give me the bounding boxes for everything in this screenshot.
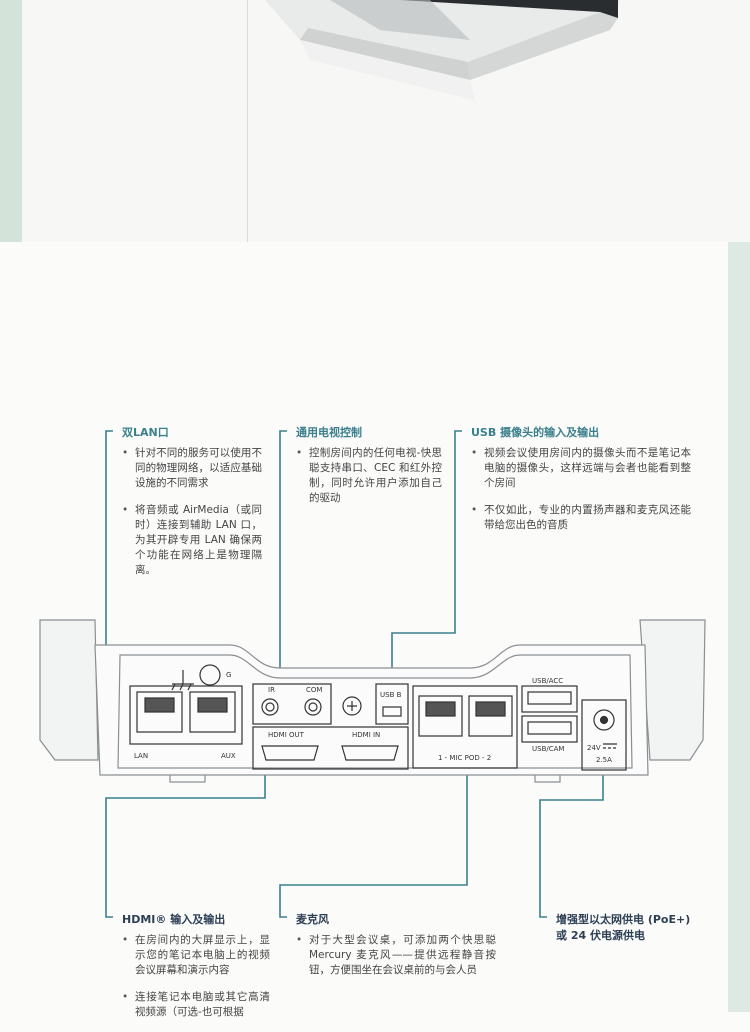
- power-heading-line2: 或 24 伏电源供电: [556, 929, 645, 942]
- ir-label: IR: [268, 686, 275, 694]
- tv-control-bullets: 控制房间内的任何电视-快思聪支持串口、CEC 和红外控制，同时允许用户添加自己的…: [296, 446, 442, 518]
- ir-com-ports: [252, 683, 362, 725]
- power-jack: [581, 699, 627, 771]
- tv-control-bullet-1: 控制房间内的任何电视-快思聪支持串口、CEC 和红外控制，同时允许用户添加自己的…: [296, 446, 442, 506]
- lan-aux-ports: [129, 685, 243, 745]
- hdmi-bullets: 在房间内的大屏显示上，显示您的笔记本电脑上的视频会议屏幕和演示内容 连接笔记本电…: [122, 933, 270, 1032]
- dual-lan-heading: 双LAN口: [122, 426, 169, 439]
- hdmi-out-label: HDMI OUT: [268, 731, 305, 739]
- power-heading-line1: 增强型以太网供电 (PoE+): [556, 913, 691, 926]
- usb-a-ports: [521, 685, 578, 743]
- mic-pod-ports: [412, 685, 518, 769]
- aux-label: AUX: [221, 752, 236, 760]
- usb-acc-label: USB/ACC: [532, 677, 563, 685]
- usb-camera-bullet-2: 不仅如此，专业的内置扬声器和麦克风还能带给您出色的音质: [471, 503, 691, 533]
- divider-line: [247, 0, 248, 242]
- com-label: COM: [306, 686, 322, 694]
- right-color-strip: [728, 242, 750, 1012]
- left-color-strip: [0, 0, 22, 242]
- hdmi-in-label: HDMI IN: [352, 731, 380, 739]
- power-amp-label: 2.5A: [596, 756, 612, 764]
- ground-symbol-icon: [171, 664, 221, 691]
- dual-lan-bullet-1: 针对不同的服务可以使用不同的物理网络，以适应基础设施的不同需求: [122, 446, 262, 491]
- mic-pod-label: 1 - MIC POD - 2: [438, 754, 491, 762]
- mic-bullets: 对于大型会议桌，可添加两个快思聪 Mercury 麦克风——提供远程静音按钮，方…: [296, 933, 496, 990]
- dual-lan-bullets: 针对不同的服务可以使用不同的物理网络，以适应基础设施的不同需求 将音频或 Air…: [122, 446, 262, 590]
- hdmi-bullet-1: 在房间内的大屏显示上，显示您的笔记本电脑上的视频会议屏幕和演示内容: [122, 933, 270, 978]
- usb-b-port: [375, 683, 409, 725]
- power-voltage-label: 24V: [587, 744, 601, 752]
- mic-heading: 麦克风: [296, 913, 329, 926]
- usb-b-label: USB B: [380, 691, 402, 699]
- hdmi-heading: HDMI® 输入及输出: [122, 913, 226, 926]
- hdmi-ports: [252, 726, 409, 770]
- dual-lan-bullet-2: 将音频或 AirMedia（或同时）连接到辅助 LAN 口，为其开辟专用 LAN…: [122, 503, 262, 578]
- device-rear-panel: [39, 619, 706, 783]
- mic-bullet-1: 对于大型会议桌，可添加两个快思聪 Mercury 麦克风——提供远程静音按钮，方…: [296, 933, 496, 978]
- lan-label: LAN: [134, 752, 148, 760]
- device-top-photo: [265, 0, 620, 100]
- usb-camera-heading: USB 摄像头的输入及输出: [471, 426, 600, 439]
- tv-control-heading: 通用电视控制: [296, 426, 362, 439]
- ground-label: G: [226, 671, 231, 679]
- usb-cam-label: USB/CAM: [532, 745, 564, 753]
- usb-camera-bullet-1: 视频会议使用房间内的摄像头而不是笔记本电脑的摄像头，这样远端与会者也能看到整个房…: [471, 446, 691, 491]
- hdmi-bullet-2: 连接笔记本电脑或其它高清视频源（可选-也可根据: [122, 990, 270, 1020]
- usb-camera-bullets: 视频会议使用房间内的摄像头而不是笔记本电脑的摄像头，这样远端与会者也能看到整个房…: [471, 446, 691, 545]
